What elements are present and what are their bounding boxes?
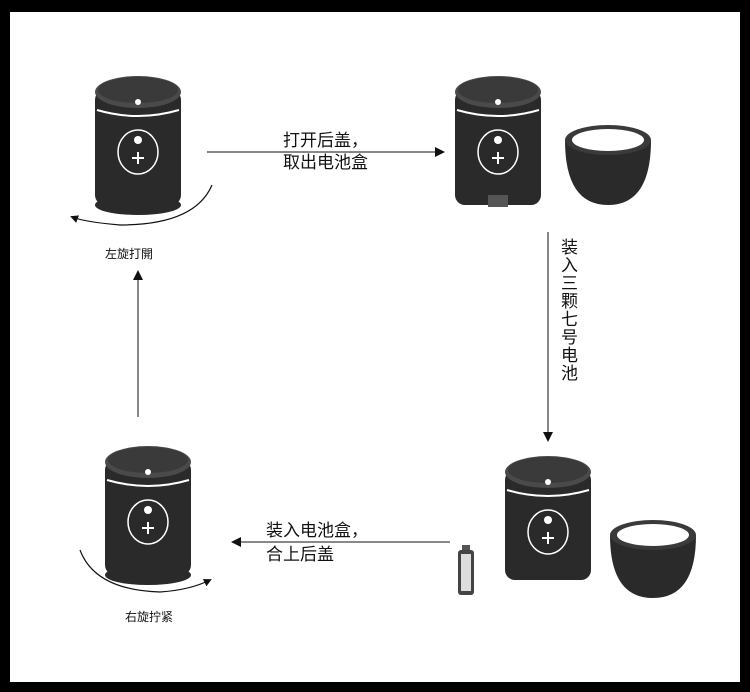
insert-batteries-label: 装入三颗七号电池	[557, 238, 577, 382]
battery-cap-2	[610, 520, 696, 598]
device-inserted-step	[505, 456, 591, 580]
remove-label-line2: 取出电池盒	[283, 153, 368, 173]
battery-icon	[458, 545, 474, 595]
close-label-line2: 合上后盖	[266, 545, 334, 565]
close-label-line1: 装入电池盒，	[266, 521, 368, 541]
rotate-left-arrow	[70, 184, 213, 226]
battery-cap	[565, 125, 651, 205]
device-removed-step	[455, 76, 541, 207]
device-open-step	[95, 76, 181, 215]
open-label: 左旋打開	[105, 247, 154, 261]
rotate-right-arrow	[79, 549, 212, 593]
tighten-label: 右旋拧紧	[125, 610, 174, 624]
remove-label-line1: 打开后盖，	[283, 131, 368, 151]
device-closed-step	[105, 446, 191, 585]
